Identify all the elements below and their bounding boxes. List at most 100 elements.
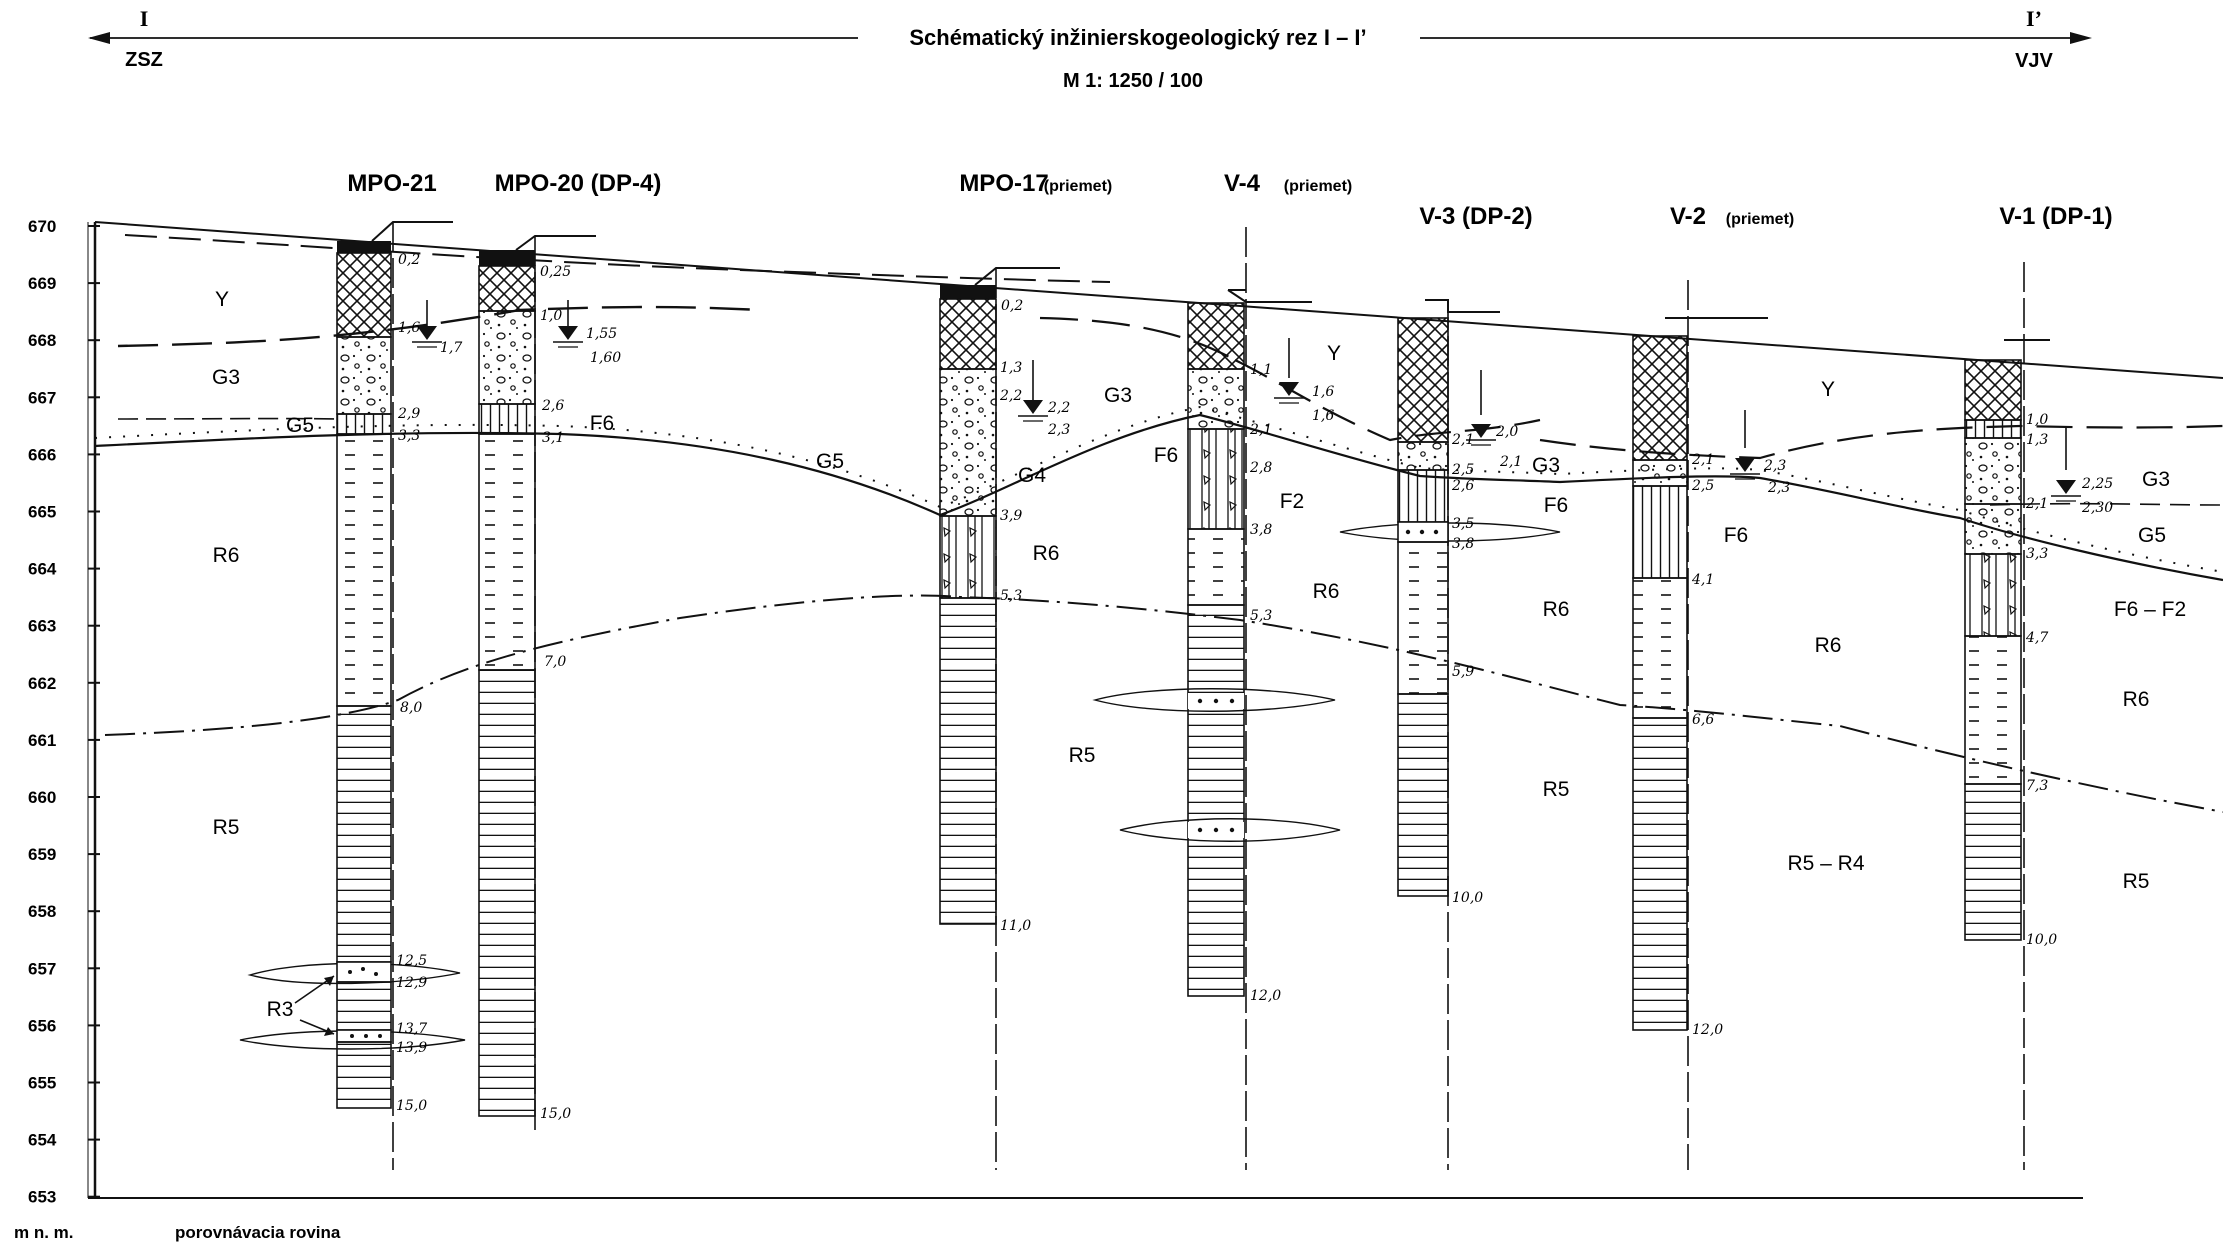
water-level-icon — [2051, 428, 2081, 502]
depth-label: 2,30 — [2081, 500, 2113, 516]
depth-label: 2,3 — [1047, 422, 1070, 438]
zone-label: F6 — [590, 412, 615, 435]
depth-label: 5,3 — [1250, 608, 1272, 624]
depth-label: 0,2 — [398, 252, 420, 268]
borehole-v-4 — [1187, 227, 1312, 1170]
depth-label: 1,0 — [540, 308, 562, 324]
elevation-tick-label: 661 — [28, 731, 56, 750]
depth-label: 10,0 — [2026, 932, 2057, 948]
depth-label: 0,2 — [1001, 298, 1023, 314]
depth-label: 1,0 — [2026, 412, 2048, 428]
bedrock-top-boundary — [94, 405, 2223, 582]
water-level-icon — [412, 300, 442, 348]
depth-label: 4,7 — [2025, 630, 2048, 646]
depth-label: 15,0 — [396, 1098, 427, 1114]
depth-label: 7,3 — [2026, 778, 2048, 794]
borehole-mpo-21 — [336, 221, 453, 1170]
elevation-tick-label: 659 — [28, 845, 56, 864]
depth-label: 2,0 — [1495, 424, 1518, 440]
zone-label: R5 — [2123, 870, 2150, 893]
depth-label: 2,1 — [1451, 432, 1474, 448]
zone-label: F6 — [1544, 494, 1569, 517]
borehole-title: MPO-21 — [347, 170, 436, 197]
elevation-tick-label: 667 — [28, 388, 56, 407]
depth-label: 13,9 — [396, 1040, 427, 1056]
zone-label: F6 – F2 — [2114, 598, 2186, 621]
unit-label: m n. m. — [14, 1223, 74, 1242]
direction-left: ZSZ — [125, 49, 163, 71]
zone-label: F2 — [1280, 490, 1305, 513]
direction-right: VJV — [2015, 50, 2053, 72]
sand-lenses — [239, 522, 1561, 1050]
depth-label: 2,1 — [2025, 496, 2048, 512]
depth-label: 0,25 — [540, 264, 571, 280]
zone-label: R5 — [1543, 778, 1570, 801]
depth-label: 12,5 — [396, 953, 427, 969]
zone-label: R5 – R4 — [1787, 852, 1864, 875]
section-start-label: I — [140, 6, 149, 31]
water-level-icon — [1018, 360, 1048, 422]
elevation-tick-label: 668 — [28, 331, 56, 350]
depth-label: 6,6 — [1692, 712, 1714, 728]
depth-label: 1,3 — [1000, 360, 1022, 376]
elevation-tick-label: 670 — [28, 217, 56, 236]
depth-label: 2,6 — [541, 398, 564, 414]
depth-label: 2,2 — [999, 388, 1022, 404]
elevation-tick-label: 669 — [28, 274, 56, 293]
depth-label: 5,3 — [1000, 588, 1022, 604]
zone-label: G3 — [212, 366, 240, 389]
zone-label: R3 — [267, 998, 294, 1021]
borehole-title: MPO-20 (DP-4) — [495, 170, 662, 197]
terrain-surface — [94, 221, 2223, 379]
depth-label: 2,3 — [1767, 480, 1790, 496]
zone-label: R6 — [1543, 598, 1570, 621]
depth-label: 3,8 — [1452, 536, 1474, 552]
depth-label: 1,3 — [2026, 432, 2048, 448]
depth-label: 2,3 — [1763, 458, 1786, 474]
scale-label: M 1: 1250 / 100 — [1063, 70, 1203, 92]
elevation-axis-labels: 6706696686676666656646636626616606596586… — [28, 217, 100, 1207]
depth-label: 3,3 — [398, 428, 420, 444]
zone-label: R6 — [2123, 688, 2150, 711]
depth-label: 2,1 — [1249, 422, 1272, 438]
borehole-title: V-2 — [1670, 203, 1706, 230]
elevation-tick-label: 654 — [28, 1131, 57, 1150]
zone-label: Y — [1821, 378, 1835, 401]
zone-label: R6 — [1313, 580, 1340, 603]
borehole-title: V-4 — [1224, 170, 1261, 197]
zone-label: Y — [1327, 342, 1341, 365]
arrow-left-icon — [88, 32, 110, 44]
depth-label: 3,9 — [1000, 508, 1022, 524]
section-title: Schématický inžinierskogeologický rez I … — [909, 25, 1366, 50]
depth-label: 12,0 — [1692, 1022, 1723, 1038]
depth-label: 2,6 — [1451, 478, 1474, 494]
borehole-title: MPO-17 — [959, 170, 1048, 197]
borehole-titles: MPO-21 MPO-20 (DP-4) MPO-17 (priemet) V-… — [347, 170, 2112, 230]
zone-label: R6 — [1815, 634, 1842, 657]
elevation-tick-label: 656 — [28, 1016, 56, 1035]
borehole-mpo-20 — [478, 235, 596, 1130]
gravel-boundary — [117, 417, 2223, 506]
zone-label: G5 — [2138, 524, 2166, 547]
borehole-v-2 — [1632, 280, 1768, 1170]
borehole-title: V-1 (DP-1) — [1999, 203, 2112, 230]
zone-label: R6 — [1033, 542, 1060, 565]
depth-label: 2,2 — [1047, 400, 1070, 416]
datum-label: porovnávacia rovina — [175, 1223, 341, 1242]
zone-label: G3 — [2142, 468, 2170, 491]
elevation-tick-label: 660 — [28, 788, 56, 807]
depth-label: 13,7 — [396, 1021, 427, 1037]
water-level-icon — [553, 300, 583, 348]
zone-label: G3 — [1104, 384, 1132, 407]
borehole-title-suffix: (priemet) — [1044, 178, 1112, 195]
depth-label: 2,5 — [1691, 478, 1714, 494]
water-level-icon — [1730, 410, 1760, 480]
depth-label: 10,0 — [1452, 890, 1483, 906]
depth-labels: 0,2 1,6 1,7 2,9 3,3 8,0 12,5 12,9 13,7 1… — [396, 252, 2113, 1122]
zone-label: R6 — [213, 544, 240, 567]
depth-label: 1,7 — [440, 340, 462, 356]
depth-label: 4,1 — [1691, 572, 1714, 588]
borehole-v-3 — [1397, 299, 1500, 1170]
section-end-label: I’ — [2026, 6, 2042, 31]
elevation-tick-label: 653 — [28, 1188, 56, 1207]
